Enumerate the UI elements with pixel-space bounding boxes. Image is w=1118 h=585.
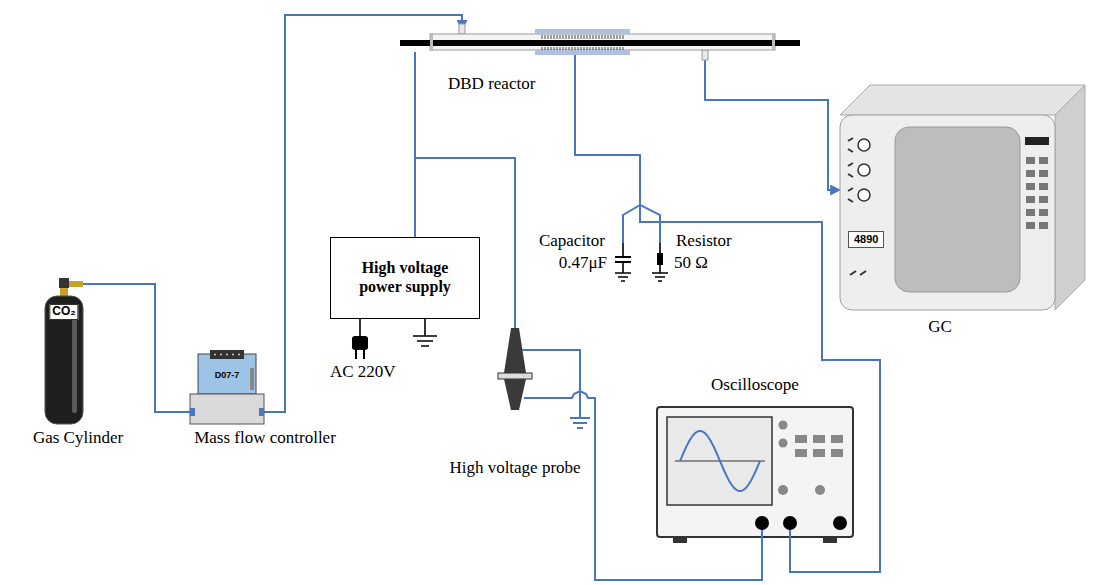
connector-wire [705, 52, 840, 190]
probe-ground-lead [530, 350, 590, 428]
node-label: 4890 [848, 231, 884, 248]
capacitor-symbol-drawing [611, 243, 635, 285]
high-voltage-probe-drawing [498, 328, 532, 410]
node-label: Oscilloscope [711, 375, 799, 395]
connector-wire [575, 52, 640, 243]
node-label: High voltage power supply [331, 259, 479, 296]
node-label: DBD reactor [448, 74, 535, 94]
node-caption: Mass flow controller [194, 428, 336, 448]
mass-flow-controller: D07-7Mass flow controller [190, 350, 264, 424]
high-voltage-probe: High voltage probe [498, 328, 532, 410]
capacitor-symbol: Capacitor0.47μF [611, 243, 635, 285]
connector-wire [264, 15, 462, 412]
gas-chromatograph-drawing [840, 85, 1085, 310]
power-supply-box: High voltage power supply [330, 237, 480, 319]
plug-cable [359, 319, 361, 338]
node-label: High voltage probe [449, 458, 580, 478]
node-caption: GC [928, 317, 952, 337]
gas-cylinder-drawing [45, 278, 83, 424]
oscilloscope: Oscilloscope [655, 405, 855, 545]
node-caption: 50 Ω [674, 253, 708, 273]
gas-cylinder: CO₂Gas Cylinder [45, 278, 83, 424]
ground-symbol [413, 319, 437, 346]
resistor-symbol-drawing [648, 243, 672, 285]
dbd-reactor: DBD reactor [400, 30, 800, 52]
gas-chromatograph: 4890GC [840, 85, 1085, 310]
node-label: D07-7 [215, 370, 240, 380]
node-caption: Gas Cylinder [33, 428, 123, 448]
connector-wire [575, 52, 880, 572]
connector-wire [83, 284, 190, 412]
dbd-reactor-drawing [400, 30, 800, 52]
connector-wire [575, 52, 660, 243]
supply-label: AC 220V [330, 362, 396, 382]
node-label: Capacitor [539, 231, 605, 251]
node-label: Resistor [676, 231, 732, 251]
node-caption: 0.47μF [559, 253, 607, 273]
plug-symbol [352, 336, 368, 359]
node-label: CO₂ [49, 304, 78, 320]
resistor-symbol: Resistor50 Ω [648, 243, 672, 285]
mass-flow-controller-drawing [190, 350, 264, 424]
oscilloscope-drawing [655, 405, 855, 545]
